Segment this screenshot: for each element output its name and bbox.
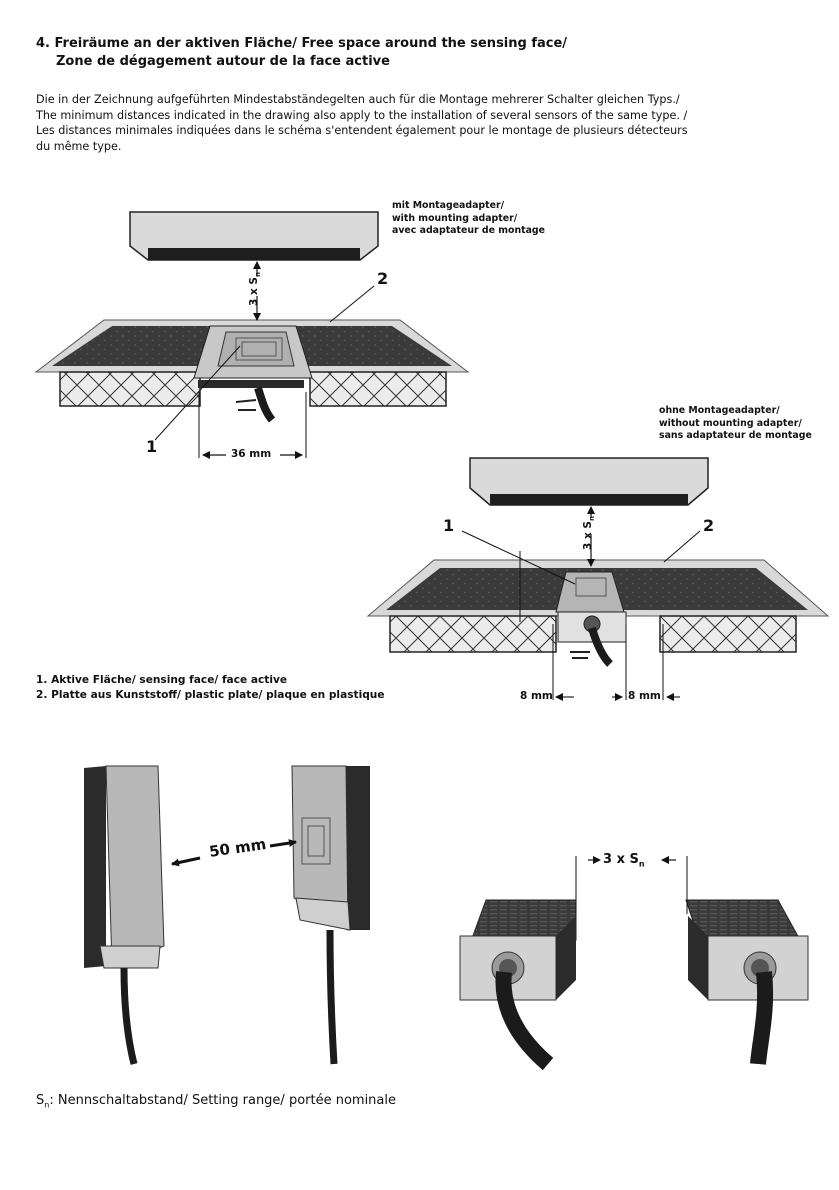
figure2-section-right — [659, 615, 797, 653]
figure1-sensing-face — [235, 337, 283, 361]
section-title: 4. Freiräume an der aktiven Fläche/ Free… — [36, 35, 567, 71]
figure1-section-left — [59, 371, 201, 407]
figure2-callout-line-1 — [461, 530, 576, 585]
figure4-right-cable — [750, 971, 774, 1065]
figure1-sensor — [217, 331, 295, 367]
intro-line-1: Die in der Zeichnung aufgeführten Mindes… — [36, 93, 680, 106]
figure1-section-right — [309, 371, 447, 407]
figure3-left-cable — [120, 967, 138, 1065]
figure1-caption: mit Montageadapter/ with mounting adapte… — [392, 200, 545, 238]
figure4-left-cable — [495, 971, 554, 1071]
figure2-section-left — [389, 615, 557, 653]
figure4-distance-label: 3 x Sn — [603, 852, 645, 869]
figure1-width-label: 36 mm — [231, 448, 272, 460]
legend-item-1: 1. Aktive Fläche/ sensing face/ face act… — [36, 674, 288, 686]
figure2-callout-line-2 — [663, 530, 701, 563]
figure2-sensing-face — [575, 577, 607, 597]
figure1-caption-line-2: with mounting adapter/ — [392, 212, 518, 224]
figure1-callout-line-2 — [329, 285, 375, 323]
footnote-text: : Nennschaltabstand/ Setting range/ port… — [49, 1093, 397, 1108]
figure2-callout-1: 1 — [443, 516, 455, 535]
figure1-cable — [254, 386, 276, 423]
figure2-callout-2: 2 — [703, 516, 715, 535]
intro-line-2: The minimum distances indicated in the d… — [36, 108, 688, 122]
figure3-sensing-face — [301, 817, 331, 865]
footnote-symbol: S — [36, 1093, 45, 1108]
footnote-symbol-sub: n — [44, 1100, 50, 1110]
figure2-right-gap-label: 8 mm — [628, 690, 661, 702]
footnote: Sn: Nennschaltabstand/ Setting range/ po… — [36, 1093, 396, 1110]
intro-line-4: du même type. — [36, 139, 122, 153]
figure1-caption-line-1: mit Montageadapter/ — [392, 200, 505, 211]
section-title-line-2: Zone de dégagement autour de la face act… — [56, 54, 390, 69]
figure1-callout-line-1 — [154, 345, 241, 441]
figure1-caption-line-3: avec adaptateur de montage — [392, 225, 545, 236]
figure1-callout-2: 2 — [377, 269, 389, 288]
figure3-right-cable — [326, 929, 338, 1065]
legend-item-2: 2. Platte aus Kunststoff/ plastic plate/… — [36, 689, 385, 701]
intro-line-3: Les distances minimales indiquées dans l… — [36, 124, 688, 137]
figure2-caption: ohne Montageadapter/ without mounting ad… — [659, 405, 812, 443]
figure2-caption-line-2: without mounting adapter/ — [659, 417, 802, 429]
figure2-cable — [588, 626, 613, 667]
figure1-callout-1: 1 — [146, 437, 158, 456]
figure2-left-gap-label: 8 mm — [520, 690, 553, 702]
figure3-right-sensor-side — [346, 766, 370, 930]
figure1-target-plate-edge — [148, 248, 360, 260]
intro-paragraph: Die in der Zeichnung aufgeführten Mindes… — [36, 92, 688, 154]
figure2-caption-line-1: ohne Montageadapter/ — [659, 405, 780, 416]
figure2-caption-line-3: sans adaptateur de montage — [659, 430, 812, 441]
figure3-left-sensor-side — [84, 766, 106, 968]
figure3-left-sensor-front — [105, 765, 165, 967]
section-title-line-1: 4. Freiräume an der aktiven Fläche/ Free… — [36, 36, 568, 51]
legend: 1. Aktive Fläche/ sensing face/ face act… — [36, 673, 385, 703]
